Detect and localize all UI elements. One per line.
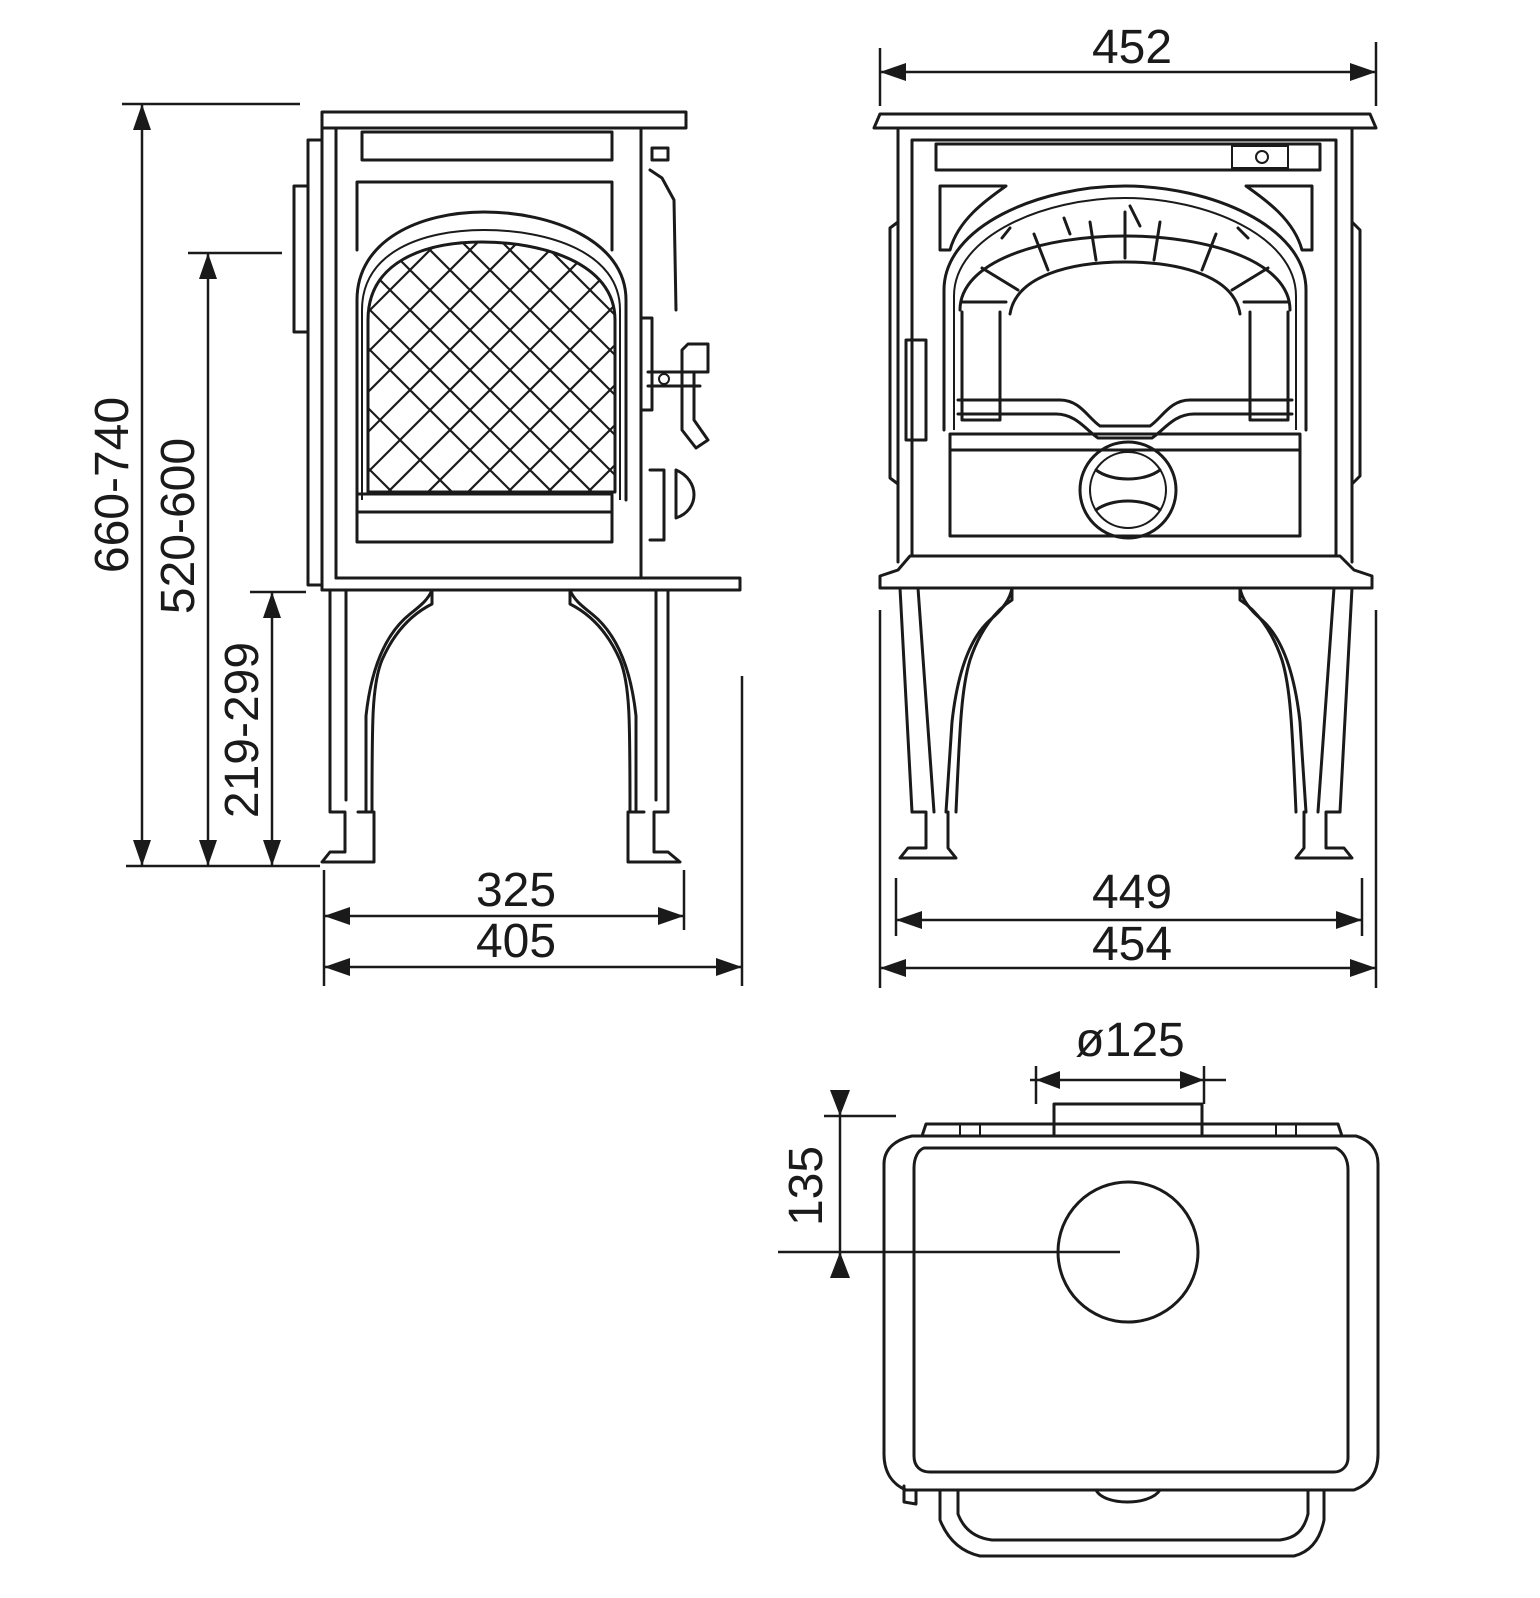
label-height-flue: 520-600 (152, 438, 205, 614)
label-depth-inner: 325 (476, 864, 556, 917)
label-width-inner: 449 (1092, 866, 1172, 919)
dim-depth (322, 676, 744, 986)
dimension-lines (122, 42, 1378, 1278)
dim-flue-offset (778, 1090, 1120, 1278)
dim-height-total (122, 102, 320, 868)
dim-height-flue (188, 251, 282, 866)
dim-flue-diameter (1030, 1066, 1226, 1104)
side-view (292, 110, 742, 864)
dim-width-bottom (878, 610, 1378, 988)
label-depth-total: 405 (476, 915, 556, 968)
label-flue-diameter: ø125 (1075, 1014, 1184, 1067)
front-view (872, 112, 1378, 860)
top-view (882, 1102, 1380, 1558)
label-height-total: 660-740 (86, 397, 139, 573)
label-flue-offset: 135 (780, 1146, 833, 1226)
label-height-legs: 219-299 (216, 642, 269, 818)
dimension-labels: 660-740 520-600 219-299 325 405 452 449 … (86, 21, 1185, 1226)
door-lattice-window (368, 242, 615, 492)
dim-height-legs (250, 590, 306, 866)
label-width-top: 452 (1092, 21, 1172, 74)
label-width-total: 454 (1092, 918, 1172, 971)
dim-width-top (878, 42, 1378, 106)
